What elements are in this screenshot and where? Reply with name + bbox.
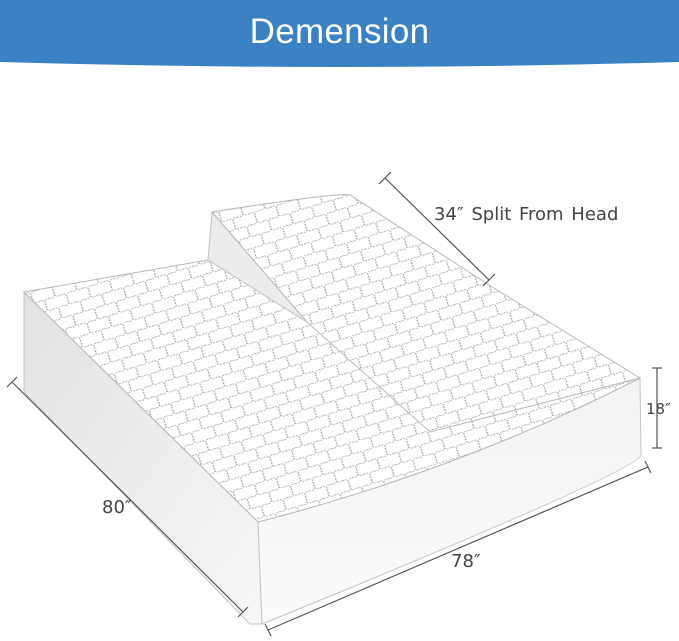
banner-background bbox=[0, 0, 679, 67]
dimension-head-line bbox=[378, 171, 496, 287]
header-banner bbox=[0, 0, 679, 67]
dimension-length-line bbox=[6, 376, 249, 618]
height-label: 18″ bbox=[646, 400, 671, 418]
width-label: 78″ bbox=[451, 551, 481, 572]
banner-title: Demension bbox=[249, 12, 430, 51]
dimension-height-line bbox=[652, 367, 662, 449]
dimension-width-line bbox=[264, 460, 652, 637]
split-from-head-label: 34″ Split From Head bbox=[434, 204, 619, 225]
split-seam bbox=[207, 259, 431, 433]
length-label: 80″ bbox=[102, 497, 132, 518]
flat-left-top bbox=[22, 259, 641, 523]
